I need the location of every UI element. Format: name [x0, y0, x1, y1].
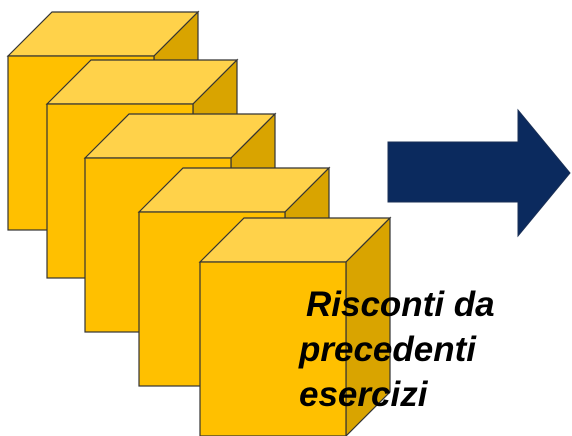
caption-line-3: esercizi — [299, 375, 428, 414]
right-arrow-icon — [387, 108, 571, 238]
cube-icon — [198, 216, 392, 436]
caption-line-1: Risconti da — [306, 285, 495, 324]
caption-text: Risconti da precedenti esercizi — [299, 282, 568, 417]
caption-line-2: precedenti — [299, 330, 476, 369]
